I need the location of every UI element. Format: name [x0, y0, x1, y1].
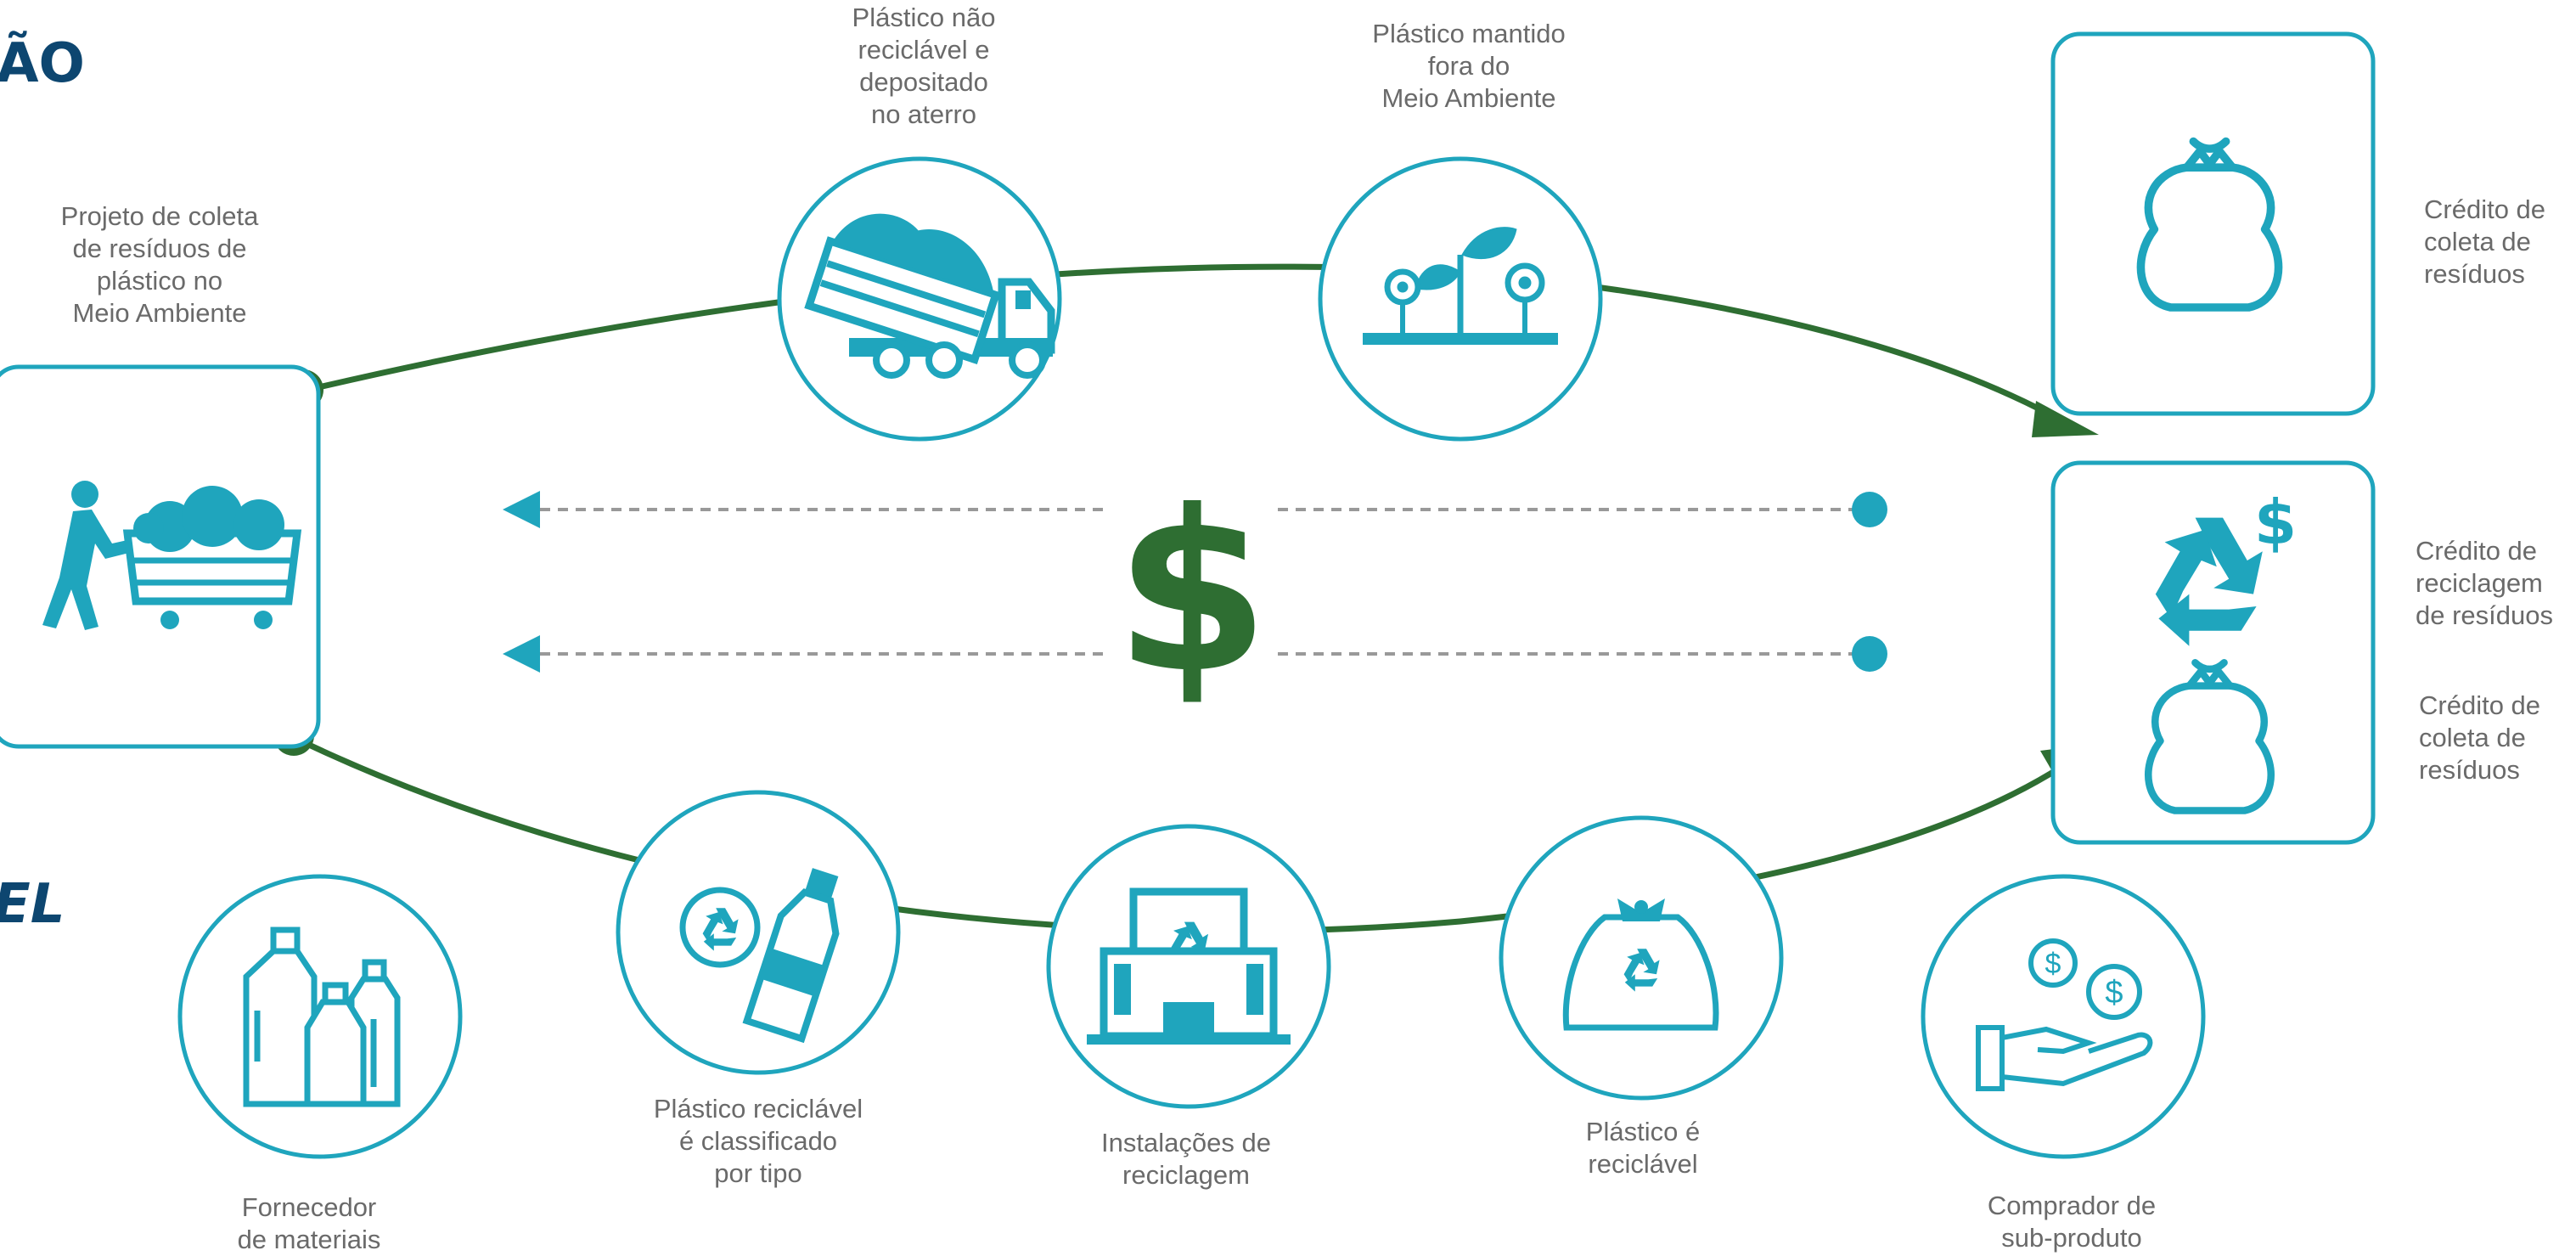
recycling-facilities-label: Instalações de reciclagem	[1101, 1128, 1271, 1190]
upper-flow-arc	[303, 263, 2078, 432]
collection-credit-bottom-label: Crédito de coleta de resíduos	[2419, 690, 2541, 785]
money-flow	[503, 491, 1887, 673]
landfill-node	[777, 156, 1062, 442]
collection-project-node	[0, 364, 321, 749]
buyer-label: Comprador de sub-produto	[1987, 1191, 2157, 1253]
money-arrow-upper	[503, 491, 540, 528]
kept-out-node	[1318, 156, 1603, 442]
recycling-credit-label: Crédito de reciclagem de resíduos	[2416, 536, 2553, 630]
money-dot-upper	[1852, 492, 1887, 527]
sorted-label: Plástico reciclável é classificado por t…	[653, 1094, 863, 1188]
hand-coins-icon: $ $	[1976, 938, 2153, 1091]
cart-with-waste-icon	[42, 481, 302, 630]
recyclable-node	[1499, 815, 1784, 1101]
supplier-label: Fornecedor de materiais	[237, 1192, 381, 1254]
recycling-building-icon	[1087, 887, 1291, 1045]
dump-truck-icon	[804, 213, 1055, 379]
collection-project-label: Projeto de coleta de resíduos de plástic…	[60, 201, 259, 328]
heading-top-fragment: ÃO	[0, 32, 85, 95]
collection-credit-top-node	[2050, 31, 2376, 416]
svg-text:$: $	[2254, 487, 2297, 558]
sorted-node	[616, 790, 901, 1075]
heading-bottom-fragment: EL	[0, 873, 65, 936]
kept-out-label: Plástico mantido fora do Meio Ambiente	[1372, 19, 1566, 113]
recyclable-label: Plástico é reciclável	[1585, 1117, 1701, 1179]
combined-credit-node: $	[2050, 460, 2376, 845]
buyer-node: $ $	[1921, 874, 2206, 1159]
supplier-node	[177, 874, 463, 1159]
collection-credit-top-label: Crédito de coleta de resíduos	[2424, 194, 2546, 289]
plants-icon	[1363, 227, 1558, 345]
combined-credit-frame	[2050, 460, 2376, 845]
money-dot-lower	[1852, 636, 1887, 672]
svg-text:$: $	[2045, 948, 2061, 980]
collection-credit-top-frame	[2050, 31, 2376, 416]
bottles-icon	[243, 927, 401, 1107]
bottle-recycle-icon	[679, 868, 840, 1044]
money-symbol: $	[1115, 463, 1269, 722]
recycle-bag-icon	[1562, 898, 1719, 1031]
upper-arrow-head	[2032, 401, 2099, 437]
landfill-label: Plástico não reciclável e depositado no …	[852, 3, 996, 129]
money-arrow-lower	[503, 635, 540, 673]
recycling-facilities-node	[1046, 824, 1331, 1109]
svg-text:$: $	[2105, 975, 2123, 1011]
collection-project-frame	[0, 364, 321, 749]
recycle-dollar-icon: $	[2155, 487, 2297, 646]
